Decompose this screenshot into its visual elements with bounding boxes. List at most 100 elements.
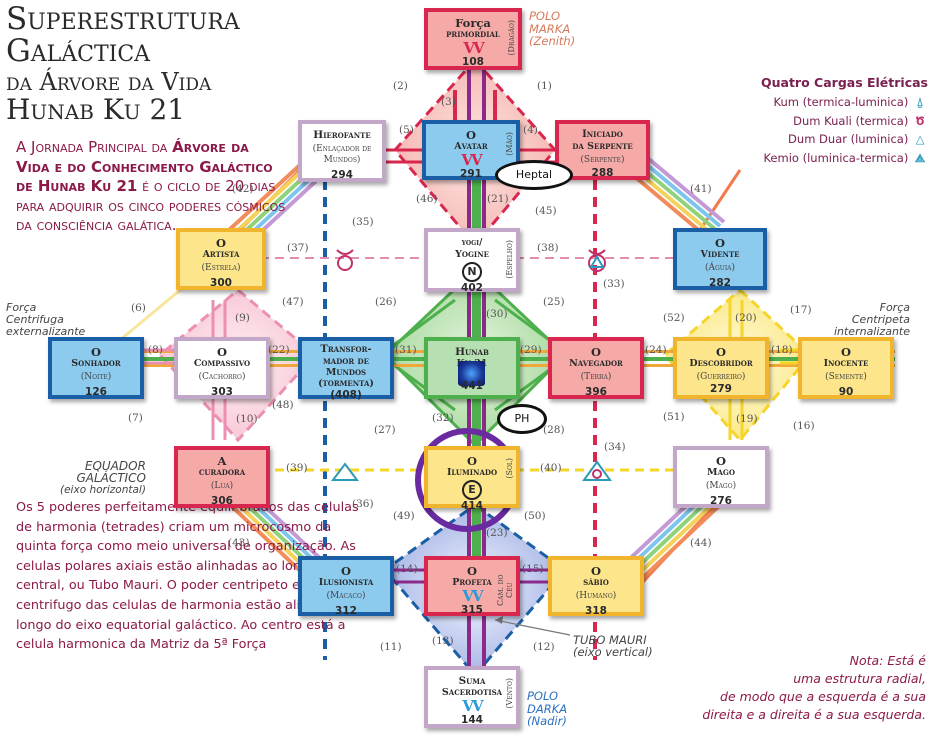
node-alias: (Semente)	[825, 372, 867, 382]
node-alias: (Águia)	[704, 263, 736, 273]
legend-label: Dum Duar (luminica)	[788, 132, 909, 146]
legend: Quatro Cargas Elétricas Kum (termica-lum…	[761, 75, 928, 167]
node-subtitle: Sonhador	[71, 358, 121, 369]
node-subtitle: curadora	[198, 467, 246, 478]
edge-label: (2)	[393, 80, 408, 92]
node-compassivo[interactable]: O Compassivo (Cachorro) 303	[174, 337, 270, 399]
node-number: 303	[211, 386, 233, 398]
edge-label: (34)	[604, 441, 626, 453]
edge-label: (10)	[236, 413, 258, 425]
title-line-1: Superestrutura	[6, 1, 240, 37]
edge-label: (27)	[374, 424, 396, 436]
label-line: internalizante	[833, 325, 910, 338]
node-artista[interactable]: O Artista (Estrela) 300	[176, 228, 266, 290]
node-alias: (Guerreiro)	[696, 372, 746, 382]
node-sabio[interactable]: O sábio (Humano) 318	[548, 556, 644, 617]
node-ilusionista[interactable]: O Ilusionista (Macaco) 312	[298, 556, 394, 617]
edge-label: (28)	[543, 424, 565, 436]
node-forca-primordial[interactable]: Força primordial VV 108 (Dragão)	[424, 8, 522, 70]
node-avatar[interactable]: O Avatar VV 291 (Mão)	[422, 120, 520, 180]
edge-label: (40)	[540, 462, 562, 474]
node-alias: (Macaco)	[326, 591, 366, 601]
charge-dum-kuali-left	[336, 249, 354, 271]
node-subtitle: da Serpente	[572, 141, 633, 152]
edge-label: (16)	[793, 420, 815, 432]
node-hunab-ku-21[interactable]: Hunab Ku 21 441	[424, 337, 520, 399]
edge-label: (35)	[352, 216, 374, 228]
edge-label: (33)	[603, 278, 625, 290]
edge-label: (17)	[790, 304, 812, 316]
node-title: O	[340, 564, 352, 578]
note-line-4: direita e a direita é a sua esquerda.	[702, 707, 926, 722]
label-line: POLO	[529, 9, 561, 23]
node-title: O	[465, 128, 477, 142]
ph-callout: PH	[497, 404, 547, 434]
node-subtitle: Iluminado	[446, 467, 498, 478]
edge-label: (5)	[399, 124, 414, 136]
node-title: O	[215, 236, 227, 250]
edge-label: (22)	[268, 344, 290, 356]
node-navegador[interactable]: O Navegador (Terra) 396	[548, 337, 644, 399]
edge-label: (29)	[520, 344, 542, 356]
edge-label: (44)	[690, 537, 712, 549]
edge-label: (3)	[441, 96, 456, 108]
node-alias: (Terra)	[580, 372, 612, 382]
legend-item: Dum Duar (luminica) △	[761, 130, 928, 149]
node-yogi-yogine[interactable]: yogi/ Yogine N 402 (Espelho)	[424, 228, 520, 294]
node-title: O	[216, 345, 228, 359]
seal-glyph-icon: VV	[461, 151, 482, 169]
edge-label: (39)	[286, 462, 308, 474]
node-descobridor[interactable]: O Descobridor (Guerreiro) 279	[673, 337, 769, 399]
node-number: 288	[591, 167, 614, 179]
node-curadora[interactable]: A curadora (Lua) 306	[174, 446, 270, 508]
edge-label: (31)	[395, 344, 417, 356]
charge-kum-right	[588, 249, 606, 272]
node-mago[interactable]: O Mago (Mago) 276	[673, 446, 769, 508]
node-number: 90	[838, 386, 854, 398]
label-line: Força	[6, 301, 37, 314]
edge-label: (8)	[148, 344, 163, 356]
node-side-label: (Dragão)	[507, 20, 516, 56]
node-title: Suma	[458, 675, 486, 687]
edge-label: (21)	[487, 193, 509, 205]
edge-label: (43)	[228, 537, 250, 549]
node-title: Força	[455, 16, 491, 30]
node-sonhador[interactable]: O Sonhador (Noite) 126	[48, 337, 144, 399]
edge-label: (13)	[432, 635, 454, 647]
legend-item: Kum (termica-luminica) ⍙	[761, 93, 928, 112]
edge-label: (18)	[771, 344, 793, 356]
node-suma-sacerdotisa[interactable]: Suma Sacerdotisa VV 144 (Vento)	[424, 666, 520, 728]
edge-label: (4)	[523, 124, 538, 136]
dum-duar-icon: △	[915, 132, 925, 146]
legend-label: Kum (termica-luminica)	[773, 95, 909, 109]
label-line: (Zenith)	[529, 34, 576, 48]
intro-part-2: Árvore da Vida e do Conhecimento Galácti…	[16, 138, 273, 195]
node-number: 108	[462, 56, 484, 68]
node-side-label: (Sol)	[505, 458, 514, 479]
node-number: 441	[461, 380, 483, 392]
node-number: 315	[461, 604, 483, 616]
legend-title: Quatro Cargas Elétricas	[761, 75, 928, 90]
label-line: Centripeta	[851, 313, 910, 326]
intro-part-3: é o ciclo de 20 dias para adquirir os ci…	[16, 177, 286, 234]
edge-label: (20)	[735, 312, 757, 324]
node-vidente[interactable]: O Vidente (Águia) 282	[673, 228, 767, 290]
circle-letter-icon: N	[462, 262, 482, 282]
node-transformador-mundos[interactable]: Transfor- mador de Mundos (tormenta) (40…	[298, 337, 394, 401]
node-iluminado[interactable]: O Iluminado E 414 (Sol)	[424, 446, 520, 512]
node-alias: (Estrela)	[201, 263, 241, 273]
node-title: O	[590, 564, 602, 578]
node-subtitle: (Enlaçador de Mundos)	[312, 144, 372, 165]
node-hierofante[interactable]: Hierofante (Enlaçador de Mundos) 294	[298, 120, 386, 182]
kum-icon: ⍙	[916, 95, 924, 109]
body-text: Os 5 poderes perfeitamente equili-brados…	[16, 500, 367, 653]
edge-label: (38)	[537, 242, 559, 254]
edge-label: (12)	[533, 641, 555, 653]
node-inocente[interactable]: O Inocente (Semente) 90	[798, 337, 894, 399]
node-number: 318	[585, 605, 607, 617]
label-line: (eixo horizontal)	[60, 484, 146, 496]
node-title: Hunab	[455, 346, 489, 358]
node-profeta[interactable]: O Profeta VV 315 Cam. do Céu	[424, 556, 520, 616]
seal-glyph-icon: VV	[463, 39, 484, 57]
